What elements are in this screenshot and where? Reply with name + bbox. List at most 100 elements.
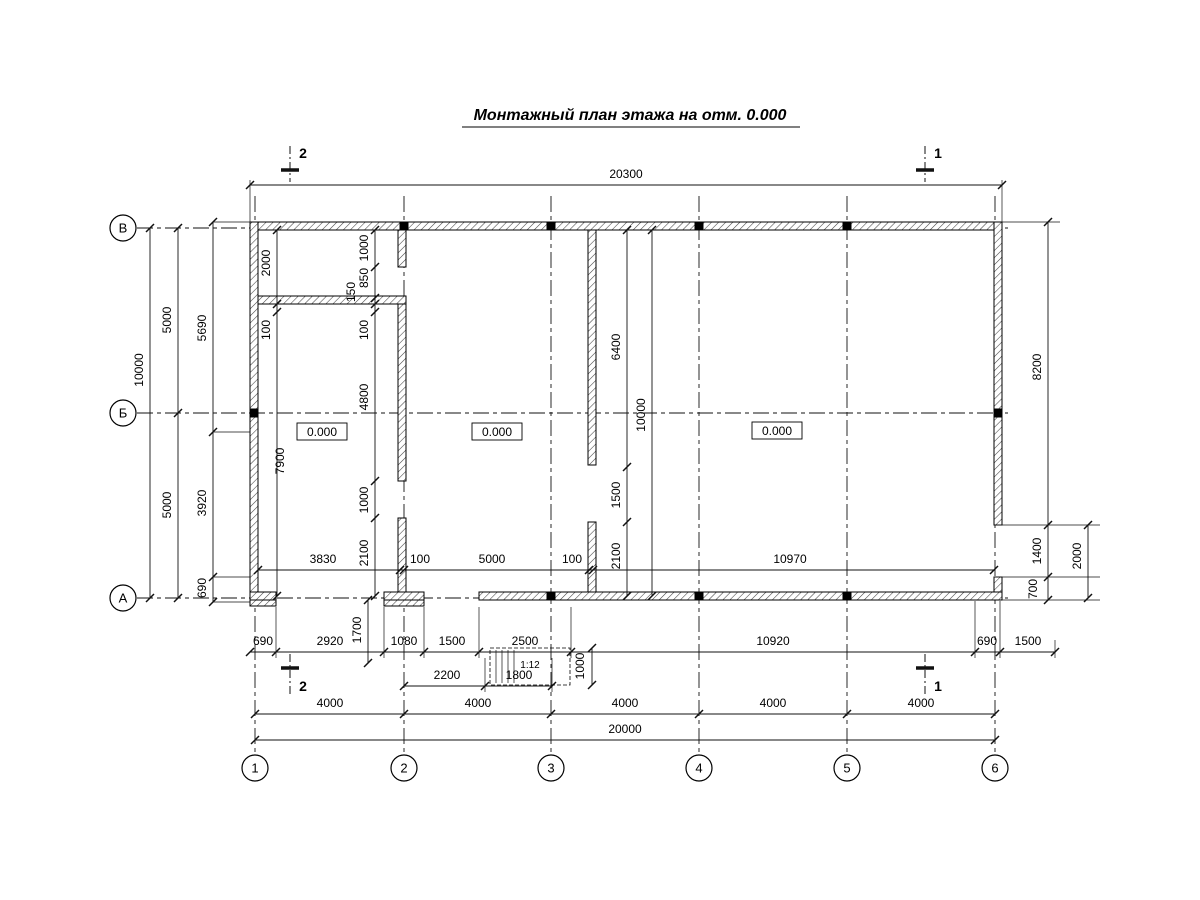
dimension-label: 100 [562, 552, 582, 566]
dimension-label: 4000 [760, 696, 787, 710]
dimension-tick [584, 565, 594, 575]
dimension-tick [173, 408, 183, 418]
plan-walls [249, 221, 1003, 607]
column-mark [546, 591, 556, 601]
column-mark [546, 221, 556, 231]
dimension-tick [173, 223, 183, 233]
dimension-label: 2500 [512, 634, 539, 648]
dimension-tick [622, 462, 632, 472]
dimension-label: 1000 [357, 486, 371, 513]
dimension-label: 10970 [773, 552, 807, 566]
column-mark [694, 221, 704, 231]
column-mark [842, 221, 852, 231]
dimension-label: 1800 [506, 668, 533, 682]
dimension-tick [622, 517, 632, 527]
elevation-box [296, 422, 348, 441]
dimension-tick [990, 709, 1000, 719]
axis-circle [981, 754, 1009, 782]
dimension-tick [622, 225, 632, 235]
dimension-tick [145, 593, 155, 603]
dimension-label: 2000 [259, 249, 273, 276]
wall [383, 599, 425, 607]
section-mark-label: 2 [299, 678, 307, 694]
dimension-tick [253, 565, 263, 575]
dimension-label: 1080 [391, 634, 418, 648]
section-mark-label: 2 [299, 145, 307, 161]
axis-circle [109, 214, 137, 242]
dimension-label: 150 [344, 282, 358, 302]
elevation-label: 0.000 [482, 425, 512, 439]
axis-label: 3 [547, 761, 554, 776]
dimension-label: 100 [259, 320, 273, 340]
dimension-label: 2200 [434, 668, 461, 682]
axis-circle [390, 754, 418, 782]
elevation-box [751, 421, 803, 440]
dimension-label: 10920 [756, 634, 790, 648]
dimension-label: 5690 [195, 314, 209, 341]
dimension-tick [399, 681, 409, 691]
dimension-label: 1000 [573, 652, 587, 679]
dimension-tick [370, 476, 380, 486]
dimension-tick [989, 565, 999, 575]
dimension-tick [363, 658, 373, 668]
wall [257, 295, 407, 305]
dimension-label: 1500 [439, 634, 466, 648]
dimension-label: 1500 [1015, 634, 1042, 648]
dimension-tick [399, 709, 409, 719]
wall [587, 229, 597, 466]
section-mark-label: 1 [934, 678, 942, 694]
wall [249, 599, 277, 607]
dimension-tick [842, 709, 852, 719]
dimension-tick [363, 595, 373, 605]
dimension-label: 4800 [357, 383, 371, 410]
dimension-label: 6400 [609, 333, 623, 360]
axis-circle [685, 754, 713, 782]
wall [478, 591, 1003, 601]
dimension-label: 2100 [609, 542, 623, 569]
axis-label: 1 [251, 761, 258, 776]
column-mark [993, 408, 1003, 418]
dimension-tick [370, 299, 380, 309]
elevation-box [471, 422, 523, 441]
dimension-label: 2100 [357, 539, 371, 566]
dimension-tick [272, 299, 282, 309]
dimension-label: 690 [195, 578, 209, 598]
dimension-label: 5000 [160, 306, 174, 333]
dimension-tick [1083, 593, 1093, 603]
dimension-tick [370, 225, 380, 235]
axis-label: А [119, 591, 128, 606]
column-mark [399, 221, 409, 231]
wall [397, 517, 407, 593]
dimension-tick [647, 591, 657, 601]
axis-label: В [119, 221, 128, 236]
axis-label: 5 [843, 761, 850, 776]
wall [587, 521, 597, 593]
axis-circle [241, 754, 269, 782]
dimension-label: 7900 [273, 447, 287, 474]
dimension-tick [990, 735, 1000, 745]
dimension-label: 5000 [160, 491, 174, 518]
dimension-label: 3830 [310, 552, 337, 566]
dimension-label: 1500 [609, 481, 623, 508]
dimension-tick [370, 307, 380, 317]
dimension-label: 100 [410, 552, 430, 566]
dimension-label: 700 [1026, 579, 1040, 599]
wall [993, 221, 1003, 526]
dimension-label: 2920 [317, 634, 344, 648]
dimension-label: 850 [357, 268, 371, 288]
dimension-tick [370, 293, 380, 303]
dimension-tick [250, 735, 260, 745]
dimension-label: 690 [977, 634, 997, 648]
dimension-label: 1000 [357, 234, 371, 261]
dimension-label: 1700 [350, 616, 364, 643]
dimension-tick [622, 591, 632, 601]
dimension-tick [546, 709, 556, 719]
dimension-tick [370, 591, 380, 601]
axis-circle [833, 754, 861, 782]
axis-circle [537, 754, 565, 782]
